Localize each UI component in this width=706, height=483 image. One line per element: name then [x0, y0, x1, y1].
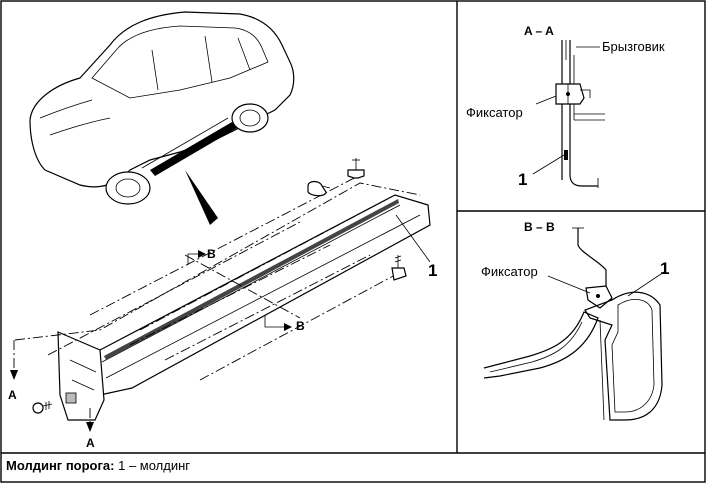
detail-aa-title: A – A	[524, 24, 554, 38]
sill-molding-part	[14, 174, 431, 421]
section-a-label-left: A	[8, 388, 17, 402]
section-b-label-top: B	[207, 247, 216, 261]
section-b-label-bottom: B	[296, 319, 305, 333]
figure-caption: Молдинг порога: 1 – молдинг	[6, 458, 190, 473]
callout-1-main: 1	[395, 214, 437, 280]
splash-guard-label: Брызговик	[602, 39, 665, 54]
fasteners	[32, 158, 407, 414]
screw-icon	[32, 401, 53, 414]
push-clip-icon	[307, 180, 331, 197]
section-b-marker: B B	[187, 247, 305, 333]
detail-bb-title: B – B	[524, 220, 555, 234]
part-number-label: 1	[428, 261, 437, 280]
clip-holder-icon	[347, 158, 365, 179]
part-number-bb: 1	[660, 259, 669, 278]
end-clip-slot	[65, 392, 77, 404]
clip-label-aa: Фиксатор	[466, 105, 523, 120]
caption-title: Молдинг порога:	[6, 458, 115, 473]
detail-bb-panel: B – B Фиксатор 1	[481, 220, 669, 421]
section-a-marker: A A	[8, 340, 95, 450]
car-illustration	[29, 11, 295, 225]
caption-text: 1 – молдинг	[114, 458, 191, 473]
clip-label-bb: Фиксатор	[481, 264, 538, 279]
section-a-label-bottom: A	[86, 436, 95, 450]
part-number-aa: 1	[518, 170, 527, 189]
screw-icon	[391, 255, 407, 281]
detail-aa-panel: A – A Брызговик Фиксатор 1	[466, 24, 665, 189]
